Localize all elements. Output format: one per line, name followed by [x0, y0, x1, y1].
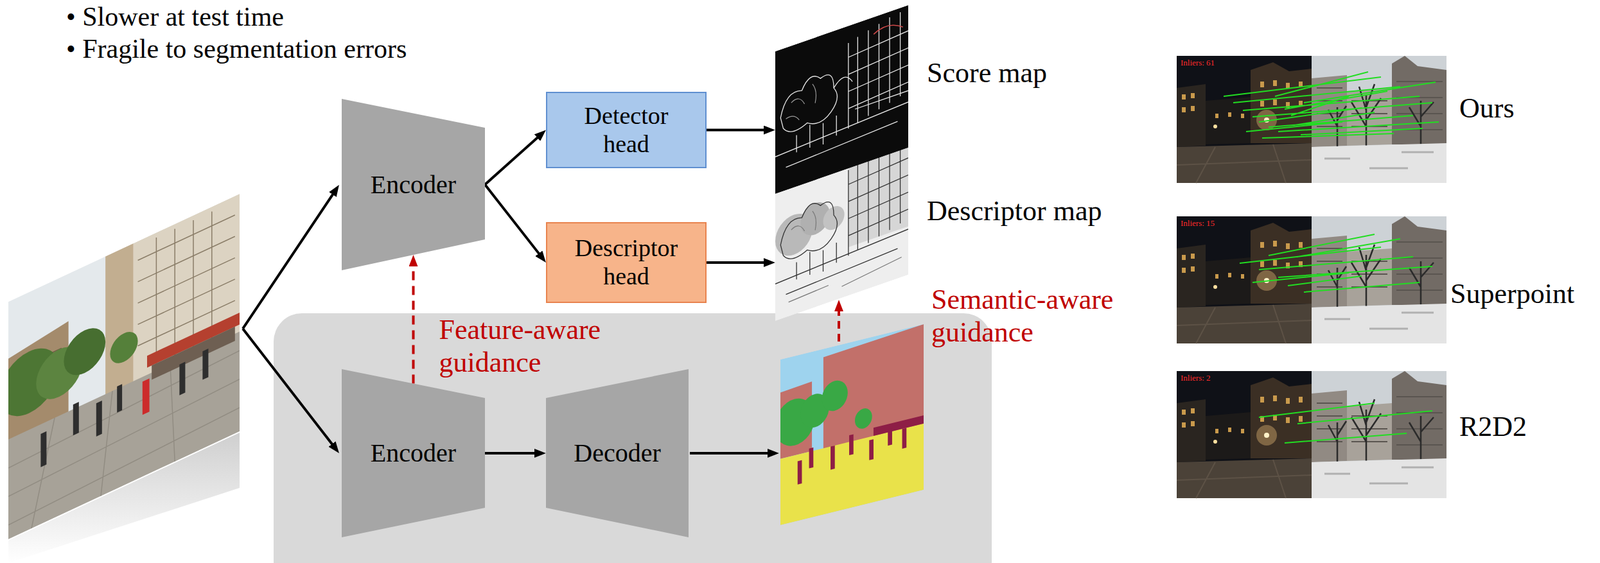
input-photo [8, 332, 240, 540]
input-photo [105, 243, 133, 399]
method-label: Superpoint [1450, 278, 1575, 311]
inlier-count: Inliers: 61 [1180, 58, 1215, 69]
match-comparison [1176, 55, 1447, 499]
segmentation-image [809, 447, 814, 469]
input-photo [142, 378, 150, 416]
guidance-label: Semantic-aware guidance [931, 283, 1144, 349]
input-photo [8, 332, 240, 540]
flow-arrow [706, 129, 769, 132]
flow-arrow [484, 134, 542, 185]
method-label: Superpoint [1450, 278, 1575, 311]
segmentation-image [869, 439, 874, 461]
score-map-image [775, 9, 909, 172]
teacher-panel [273, 313, 992, 563]
segmentation-image [849, 434, 854, 456]
input-photo [151, 326, 236, 381]
flow-arrow [484, 452, 540, 455]
method-label: R2D2 [1459, 411, 1527, 444]
match-lines [1239, 234, 1433, 293]
match-comparison [1176, 55, 1312, 184]
input-photo [40, 431, 47, 468]
score-map-image [775, 5, 909, 194]
match-comparison [1311, 371, 1447, 499]
inlier-count: Inliers: 2 [1180, 373, 1211, 384]
score-map-image [786, 82, 817, 125]
input-arrow [242, 190, 336, 329]
segmentation-image [822, 377, 848, 414]
score-map-image [775, 5, 909, 194]
match-lines [1223, 71, 1439, 139]
match-lines [1258, 403, 1433, 444]
node-label: Descriptor map [926, 195, 1102, 229]
node-label: Encoder [370, 170, 457, 200]
flow-arrow [706, 261, 769, 264]
segmentation-image [830, 445, 836, 471]
trapezoid-shape [341, 369, 485, 538]
segmentation-image [797, 421, 907, 485]
guidance-arrow [412, 261, 415, 385]
segmentation-image [902, 427, 907, 449]
trapezoid-shape [545, 369, 689, 538]
guidance-label: Semantic-aware guidance [931, 283, 1144, 349]
inlier-count: Inliers: 15 [1180, 219, 1215, 229]
segmentation-image [797, 460, 803, 485]
descriptor-map-image [823, 202, 845, 234]
input-photo [109, 326, 138, 369]
node-label: Decoder [573, 438, 661, 469]
node-label: Encoder [370, 438, 457, 469]
decoder-output-arrow [689, 452, 773, 455]
descriptor-head-box: Descriptor head [545, 222, 707, 304]
score-map: Score map [775, 5, 1053, 134]
bullet-note: • Slower at test time [66, 1, 284, 33]
edge-label: Feature-aware guidance [439, 314, 633, 379]
segmentation-image [887, 428, 893, 446]
match-comparison [1176, 371, 1312, 499]
encoder-block: Encoder [341, 98, 485, 271]
input-photo [8, 193, 240, 540]
input-photo [96, 400, 103, 437]
segmentation-image [780, 423, 924, 526]
method-label: Ours [1459, 92, 1515, 126]
input-photo [202, 348, 209, 381]
input-photo [0, 193, 240, 545]
semantic-guidance-arrow [837, 306, 841, 342]
flow-arrow [484, 184, 543, 259]
inlier-count: Inliers: 61 [1180, 58, 1215, 69]
edge-label-holder: Feature-aware guidance [439, 314, 633, 379]
inlier-count: Inliers: 15 [1180, 219, 1215, 229]
trapezoid-shape [341, 98, 485, 271]
method-label: Ours [1459, 92, 1515, 126]
input-arrow [242, 328, 336, 449]
input-photo [8, 193, 240, 540]
input-photo [40, 341, 209, 468]
input-photo [116, 384, 123, 413]
node-label: Descriptor head [565, 234, 688, 291]
method-label: R2D2 [1459, 411, 1527, 444]
segmentation-image [774, 324, 924, 527]
segmentation-image [854, 406, 873, 431]
bullet-note: • Slower at test time [66, 1, 284, 33]
bullet-note: • Fragile to segmentation errors [66, 33, 407, 65]
input-photo [73, 402, 80, 436]
node-label: Score map [926, 57, 1047, 90]
inlier-count: Inliers: 2 [1180, 373, 1211, 384]
encoder-block: Encoder [341, 369, 485, 538]
bullet-note: • Fragile to segmentation errors [66, 33, 407, 65]
segmentation-image [780, 324, 924, 526]
segmentation-image [873, 415, 924, 437]
input-photo [63, 320, 106, 383]
match-comparison [1176, 216, 1312, 344]
descriptor-map: Descriptor map [775, 134, 1107, 283]
descriptor-map-image [788, 180, 902, 306]
detector-head-box: Detector head [545, 91, 707, 169]
decoder-block: Decoder [545, 369, 689, 538]
score-map-image [775, 5, 909, 194]
input-photo [179, 361, 185, 396]
score-map-image [873, 20, 904, 38]
node-label: Detector head [565, 102, 688, 159]
